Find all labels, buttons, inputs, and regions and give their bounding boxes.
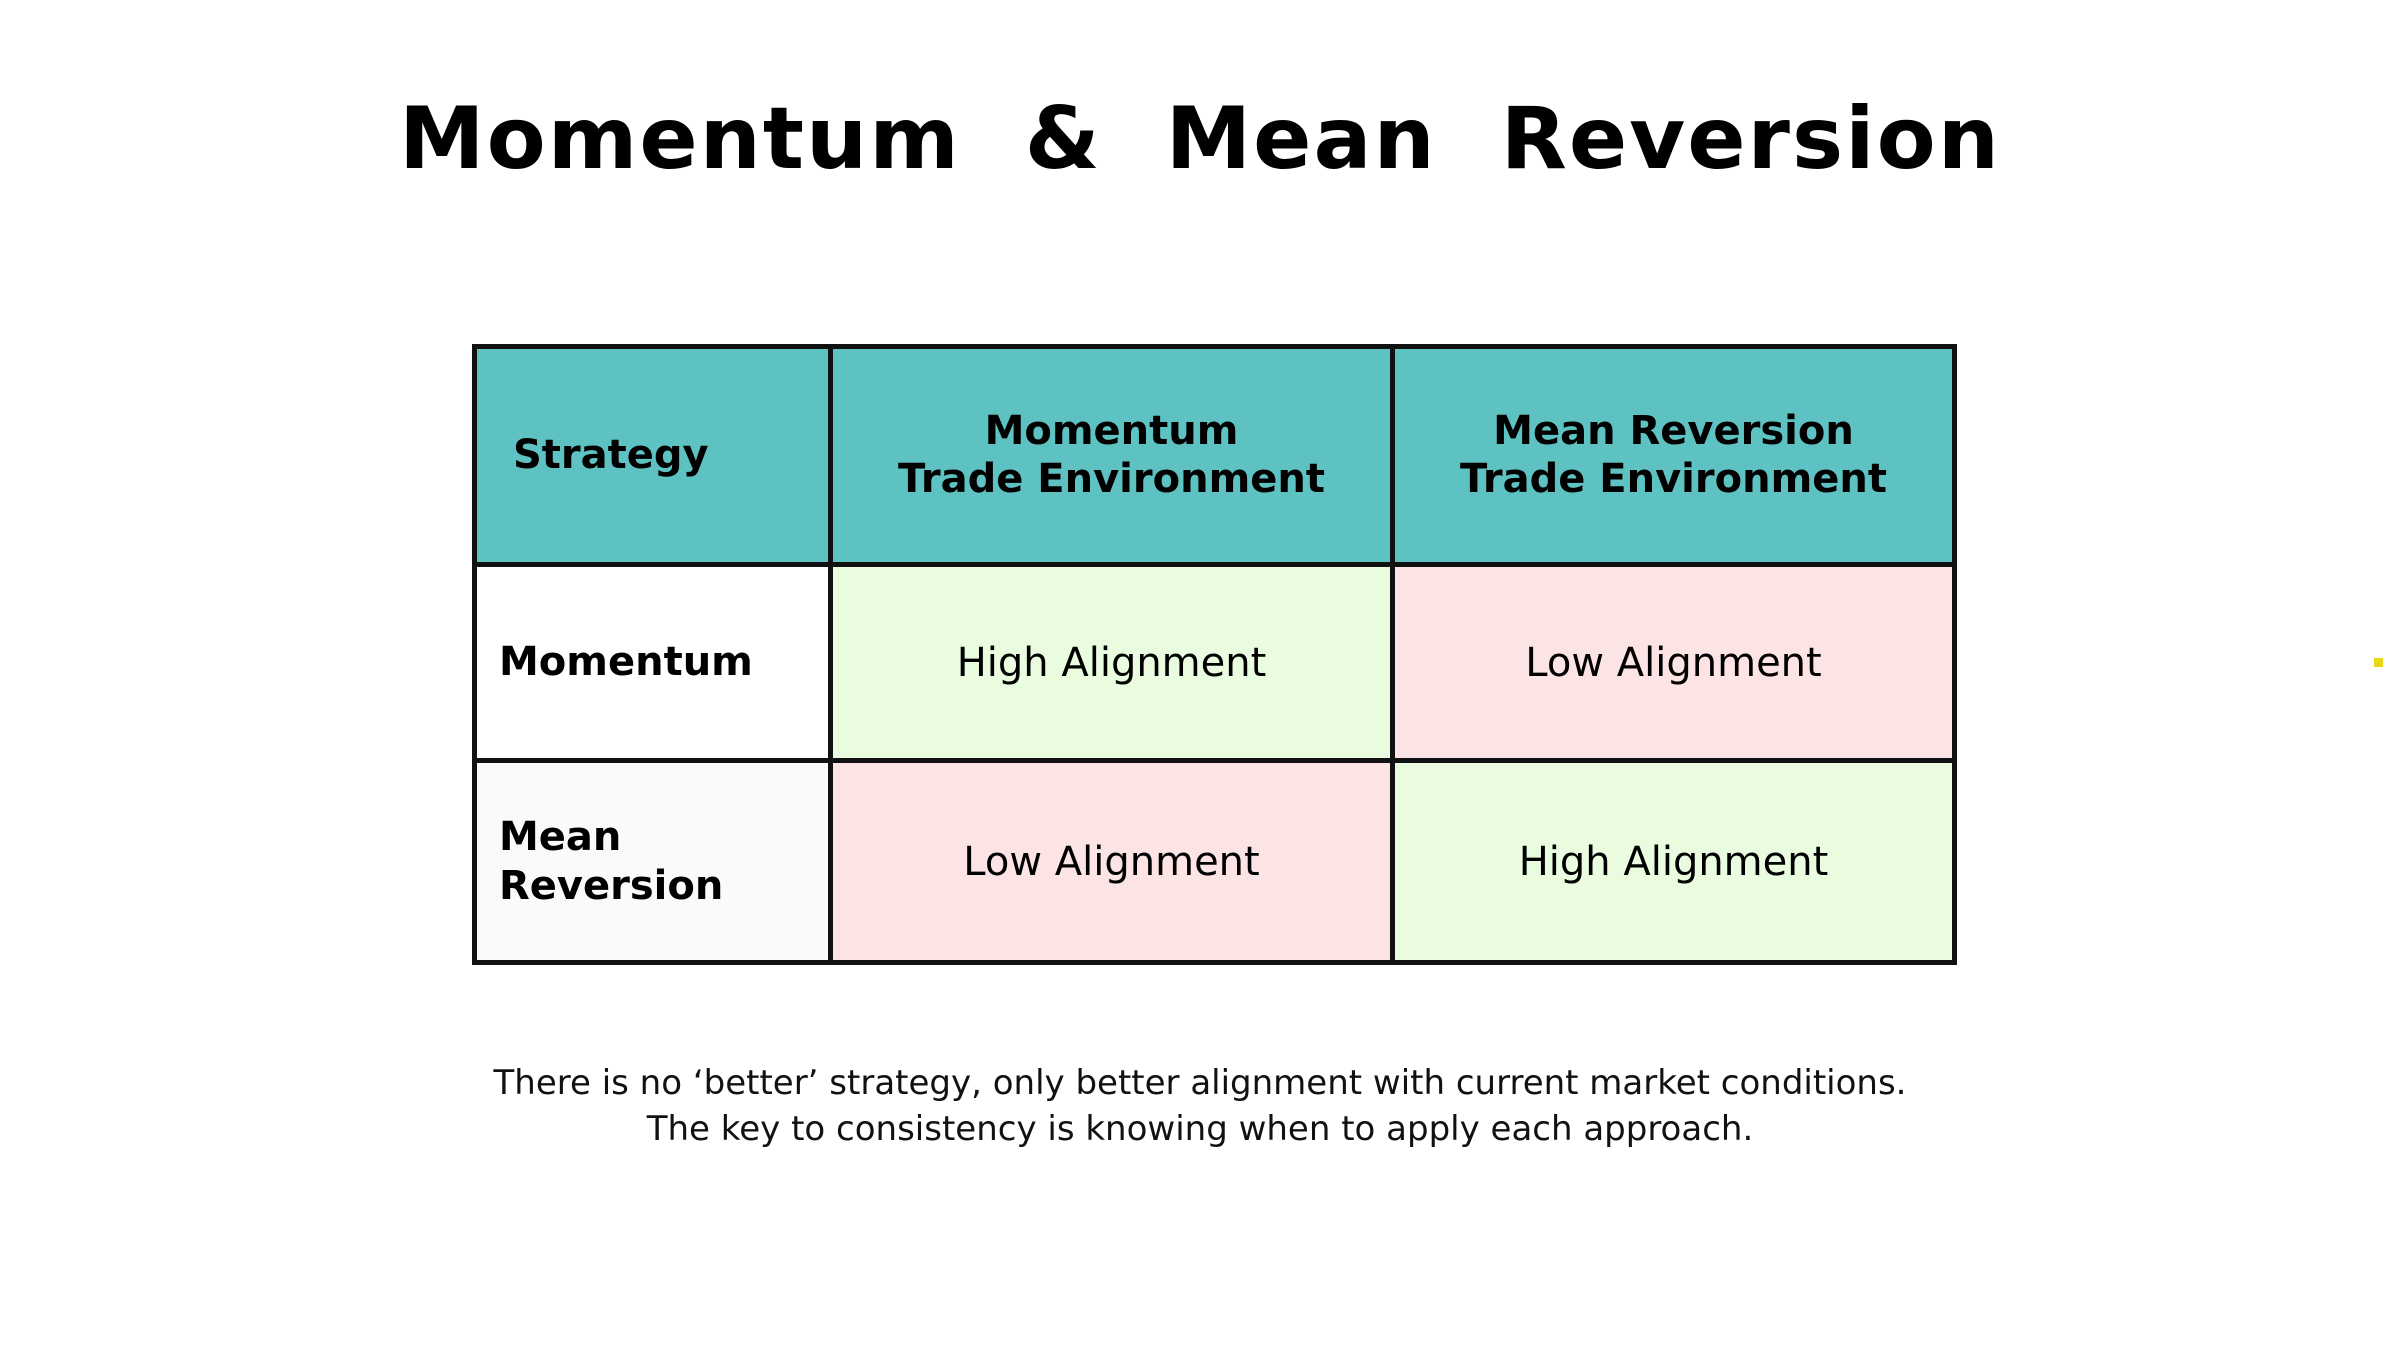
cell-mean-reversion-vs-momentum-environment: Low Alignment [828, 758, 1395, 965]
header-momentum-line2: Trade Environment [898, 455, 1325, 502]
cell-momentum-vs-mean-reversion-environment: Low Alignment [1390, 562, 1957, 763]
cell-momentum-vs-momentum-environment: High Alignment [828, 562, 1395, 763]
stray-marker-artifact [2374, 658, 2383, 667]
caption-line-1: There is no ‘better’ strategy, only bett… [493, 1063, 1907, 1103]
cell-mean-reversion-vs-mean-reversion-environment: High Alignment [1390, 758, 1957, 965]
header-cell-strategy: Strategy [472, 344, 833, 567]
strategy-alignment-matrix: Strategy Momentum Trade Environment Mean… [472, 344, 1957, 965]
table-row: Momentum High Alignment Low Alignment [472, 562, 1957, 763]
caption-block: There is no ‘better’ strategy, only bett… [0, 1060, 2400, 1152]
page-title: Momentum & Mean Reversion [399, 89, 2001, 189]
header-mean-reversion-line2: Trade Environment [1460, 455, 1887, 502]
row-label-mean-reversion-line2: Reversion [499, 862, 724, 909]
header-mean-reversion-line1: Mean Reversion [1493, 408, 1854, 455]
row-label-mean-reversion-line1: Mean [499, 813, 622, 860]
matrix-table: Strategy Momentum Trade Environment Mean… [472, 344, 1957, 965]
header-cell-mean-reversion-environment: Mean Reversion Trade Environment [1390, 344, 1957, 567]
caption-line-2: The key to consistency is knowing when t… [646, 1109, 1754, 1149]
row-label-momentum: Momentum [472, 562, 833, 763]
row-label-mean-reversion: Mean Reversion [472, 758, 833, 965]
header-momentum-line1: Momentum [984, 408, 1239, 455]
table-header-row: Strategy Momentum Trade Environment Mean… [472, 344, 1957, 567]
row-label-momentum-line1: Momentum [499, 639, 753, 686]
header-cell-momentum-environment: Momentum Trade Environment [828, 344, 1395, 567]
table-row: Mean Reversion Low Alignment High Alignm… [472, 758, 1957, 965]
header-strategy-label: Strategy [513, 431, 709, 478]
